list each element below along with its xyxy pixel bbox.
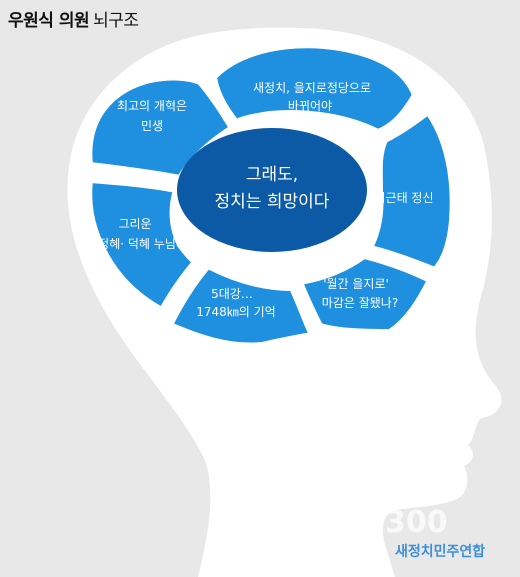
label-bottom-line2: 1748㎞의 기억 [196,305,275,319]
segment-right [367,109,456,273]
title-name: 우원식 의원 [8,11,90,31]
segment-top [211,42,418,135]
label-upper-left: 최고의 개혁은 민생 [117,99,187,133]
label-left-line1: 그리운 [118,217,151,231]
title-subtitle: 뇌구조 [93,11,139,31]
brand-label: 새정치민주연합 [395,543,485,560]
label-center: 그래도, 정치는 희망이다 [215,165,330,212]
label-bottom-line1: 5대강… [211,287,253,301]
label-bottom-right-line2: 마감은 잘됐나? [322,296,398,310]
watermark-number: 300 [385,505,448,540]
label-top-line1: 새정치, 을지로정당으로 [253,81,371,95]
segment-bottom-right [297,253,433,335]
watermark-prefix: the [350,509,376,528]
label-bottom-right-line1: '월간 을지로' [323,277,389,291]
label-upper-left-line1: 최고의 개혁은 [117,99,187,113]
label-left: 그리운 정혜· 덕혜 누님 [98,217,176,251]
center-ellipse [177,128,367,252]
label-upper-left-line2: 민생 [141,119,163,133]
center-line2: 정치는 희망이다 [215,192,330,212]
label-bottom: 5대강… 1748㎞의 기억 [196,287,275,319]
label-top-line2: 바뀌어야 [288,99,332,113]
center-line1: 그래도, [246,165,298,185]
label-bottom-right: '월간 을지로' 마감은 잘됐나? [322,277,398,310]
label-top: 새정치, 을지로정당으로 바뀌어야 [253,81,371,113]
segment-bottom [167,263,315,349]
label-right-line1: 김근태 정신 [374,191,433,205]
label-right: 김근태 정신 [374,191,433,205]
segment-left [86,177,198,313]
label-left-line2: 정혜· 덕혜 누님 [98,237,176,251]
